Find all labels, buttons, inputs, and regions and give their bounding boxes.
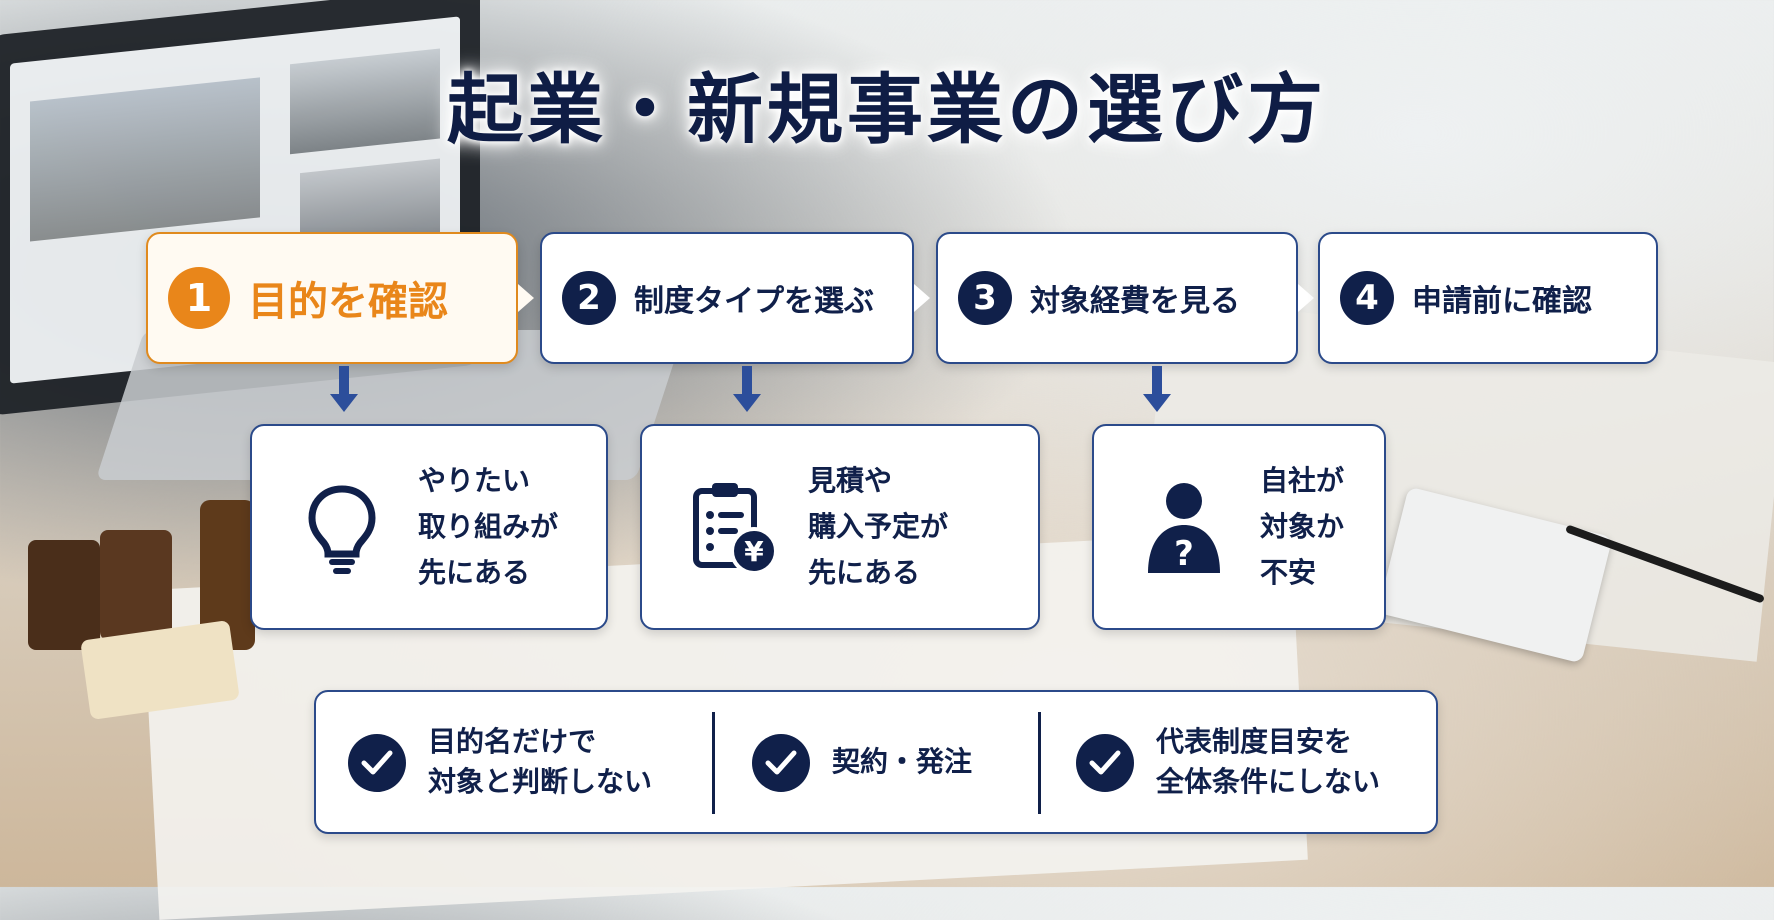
lightbulb-icon: [292, 477, 392, 577]
page-title: 起業・新規事業の選び方: [447, 65, 1327, 154]
check-icon: [348, 734, 406, 792]
person-question-icon: ?: [1134, 477, 1234, 577]
card-line: 先にある: [808, 556, 921, 589]
checklist-item-3: 代表制度目安を 全体条件にしない: [1156, 722, 1380, 802]
card-line: 購入予定が: [808, 510, 949, 543]
checklist-line: 対象と判断しない: [428, 765, 653, 798]
down-arrow-icon: [733, 366, 761, 412]
card-line: 見積や: [808, 464, 893, 497]
checklist-line: 目的名だけで: [428, 725, 597, 758]
checklist-item-1: 目的名だけで 対象と判断しない: [428, 722, 652, 802]
checklist-item-2: 契約・発注: [832, 742, 972, 782]
step-label: 申請前に確認: [1412, 284, 1592, 319]
step-number: 2: [562, 271, 616, 325]
step-4: 4 申請前に確認: [1318, 232, 1658, 364]
card-line: 取り組みが: [418, 510, 559, 543]
step-label: 制度タイプを選ぶ: [634, 284, 874, 319]
chevron-right-icon: [914, 284, 930, 312]
background-jar: [28, 540, 100, 650]
card-line: やりたい: [418, 464, 531, 497]
card-line: 自社が: [1260, 464, 1345, 497]
step-2: 2 制度タイプを選ぶ: [540, 232, 930, 364]
checklist-line: 全体条件にしない: [1156, 765, 1381, 798]
divider: [1038, 712, 1041, 814]
scenario-card-1: やりたい 取り組みが 先にある: [250, 424, 608, 630]
checklist-line: 代表制度目安を: [1156, 725, 1353, 758]
chevron-right-icon: [1298, 284, 1314, 312]
card-line: 先にある: [418, 556, 531, 589]
background-jar: [100, 530, 172, 640]
card-line: 対象か: [1260, 510, 1345, 543]
down-arrow-icon: [1143, 366, 1171, 412]
svg-text:¥: ¥: [744, 535, 764, 568]
step-1: 1 目的を確認: [146, 232, 534, 364]
checklist-panel: 目的名だけで 対象と判断しない 契約・発注 代表制度目安を 全体条件にしない: [314, 690, 1438, 834]
step-label: 対象経費を見る: [1030, 284, 1240, 319]
step-label: 目的を確認: [248, 279, 448, 325]
checklist-line: 契約・発注: [832, 745, 973, 778]
chevron-right-icon: [518, 284, 534, 312]
down-arrow-icon: [330, 366, 358, 412]
check-icon: [752, 734, 810, 792]
step-number: 3: [958, 271, 1012, 325]
divider: [712, 712, 715, 814]
check-icon: [1076, 734, 1134, 792]
card-line: 不安: [1260, 556, 1317, 589]
step-number: 1: [168, 267, 230, 329]
svg-text:?: ?: [1174, 534, 1194, 574]
scenario-card-2: ¥ 見積や 購入予定が 先にある: [640, 424, 1040, 630]
step-3: 3 対象経費を見る: [936, 232, 1314, 364]
scenario-card-3: ? 自社が 対象か 不安: [1092, 424, 1386, 630]
clipboard-yen-icon: ¥: [682, 477, 782, 577]
step-number: 4: [1340, 271, 1394, 325]
